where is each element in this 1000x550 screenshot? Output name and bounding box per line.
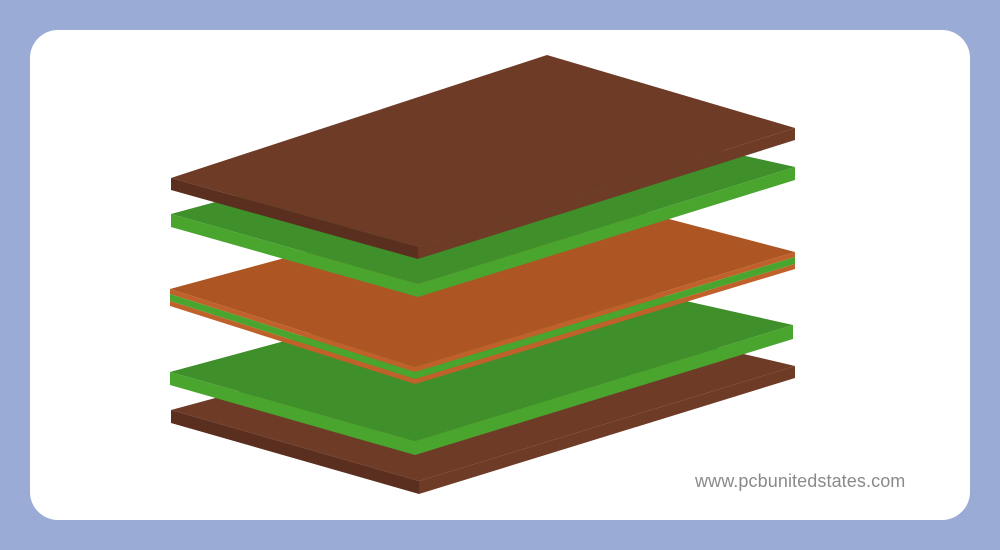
website-watermark: www.pcbunitedstates.com: [695, 471, 906, 491]
layer-core: [170, 187, 795, 384]
layer-core-front-edge-band: [170, 294, 415, 379]
layer-core-right-edge-top: [415, 252, 795, 372]
layer-bottom-copper-front-edge: [171, 410, 419, 494]
layer-upper-prepreg-front-edge: [171, 214, 418, 297]
layer-bottom-copper-right-edge: [419, 366, 795, 494]
layer-core-right-edge-band: [415, 257, 795, 379]
layer-core-front-edge-top: [170, 289, 415, 372]
layer-top-copper-front-edge: [171, 178, 418, 259]
layer-top-copper-top: [171, 55, 795, 247]
layer-top-copper: [171, 55, 795, 259]
layer-upper-prepreg-right-edge: [418, 167, 795, 297]
layer-lower-prepreg-right-edge: [415, 325, 793, 455]
layer-core-top: [170, 187, 795, 367]
layer-core-front-edge-bottom: [170, 301, 415, 384]
layer-core-right-edge-bottom: [415, 264, 795, 384]
layer-top-copper-right-edge: [418, 128, 795, 259]
layer-lower-prepreg-front-edge: [170, 372, 415, 455]
